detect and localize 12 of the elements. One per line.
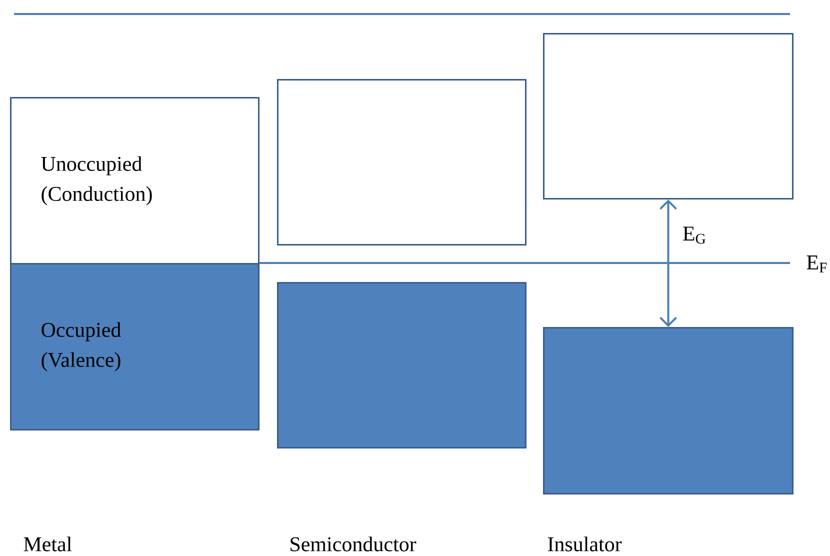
energy-label: E$_{F}$ [806,256,827,272]
edge-label: E$_{G}$ [683,226,706,244]
band-box: Unoccupied (Conduction) [10,97,260,264]
column-label: Insulator [548,536,622,552]
band-box [277,282,526,448]
band-box [543,33,794,200]
band-box [277,79,526,246]
double-arrow [660,200,677,327]
band-box [543,327,794,494]
column-label: Semiconductor [290,536,416,552]
column-label: Metal [24,536,72,552]
band-box: Occupied (Valence) [10,263,260,430]
